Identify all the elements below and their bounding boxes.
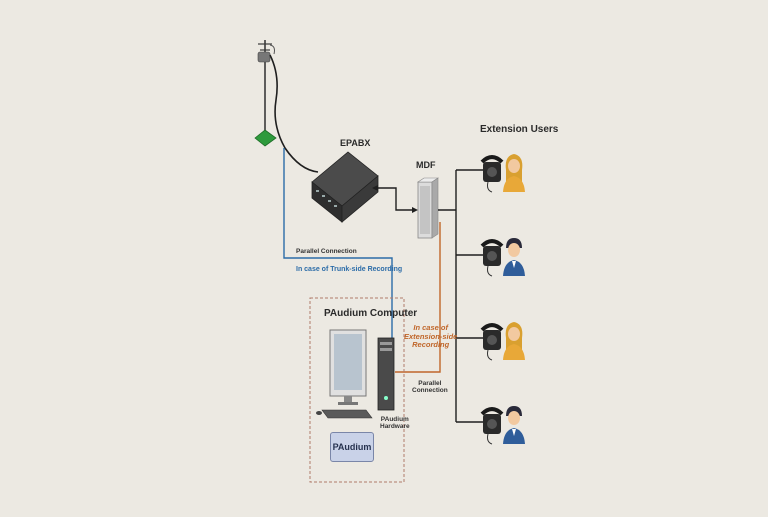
- epabx-mdf-link: [372, 185, 418, 213]
- extension-side-recording-line: [395, 222, 441, 373]
- extension-side-line-1: In case of: [413, 323, 448, 332]
- extension-user-2: [480, 238, 525, 277]
- extension-side-recording-label: In case of Extension-side Recording: [404, 323, 458, 350]
- parallel-connection-bottom-line-2: Connection: [412, 387, 448, 395]
- telephone-icon: [480, 155, 504, 193]
- extension-user-3: [480, 322, 525, 361]
- paudium-computer-label: PAudium Computer: [324, 308, 418, 319]
- cpu-tower-icon: [377, 337, 395, 411]
- epabx-device-icon: [311, 151, 379, 223]
- extension-user-1: [480, 154, 525, 193]
- paudium-hardware-line-2: Hardware: [380, 423, 410, 431]
- telephone-icon: [480, 239, 504, 277]
- parallel-connection-top-label: Parallel Connection: [296, 248, 357, 255]
- trunk-side-recording-label: In case of Trunk-side Recording: [296, 266, 403, 273]
- mdf-label: MDF: [416, 160, 436, 170]
- extension-users-label: Extension Users: [480, 124, 559, 135]
- keyboard-icon: [316, 409, 373, 419]
- paudium-hardware-label: PAudium Hardware: [380, 416, 410, 431]
- trunk-cable: [269, 54, 319, 173]
- parallel-connection-bottom-label: Parallel Connection: [412, 380, 448, 395]
- monitor-icon: [329, 329, 367, 405]
- female-user-icon: [503, 154, 525, 192]
- paudium-computer-group: [309, 297, 405, 483]
- male-user-icon: [503, 406, 525, 444]
- antenna-icon: [254, 40, 277, 147]
- male-user-icon: [503, 238, 525, 276]
- female-user-icon: [503, 322, 525, 360]
- extension-bus: [438, 169, 484, 423]
- extension-side-line-3: Recording: [412, 340, 450, 350]
- telephone-icon: [480, 323, 504, 361]
- telephone-icon: [480, 407, 504, 445]
- extension-side-line-2: Extension-side: [404, 331, 458, 341]
- parallel-connection-bottom-line-1: Parallel: [418, 380, 442, 387]
- extension-user-4: [480, 406, 525, 445]
- paudium-hardware-line-1: PAudium: [380, 416, 409, 423]
- mdf-frame-icon: [417, 177, 439, 239]
- epabx-label: EPABX: [340, 138, 371, 148]
- paudium-software-box: PAudium: [330, 432, 374, 462]
